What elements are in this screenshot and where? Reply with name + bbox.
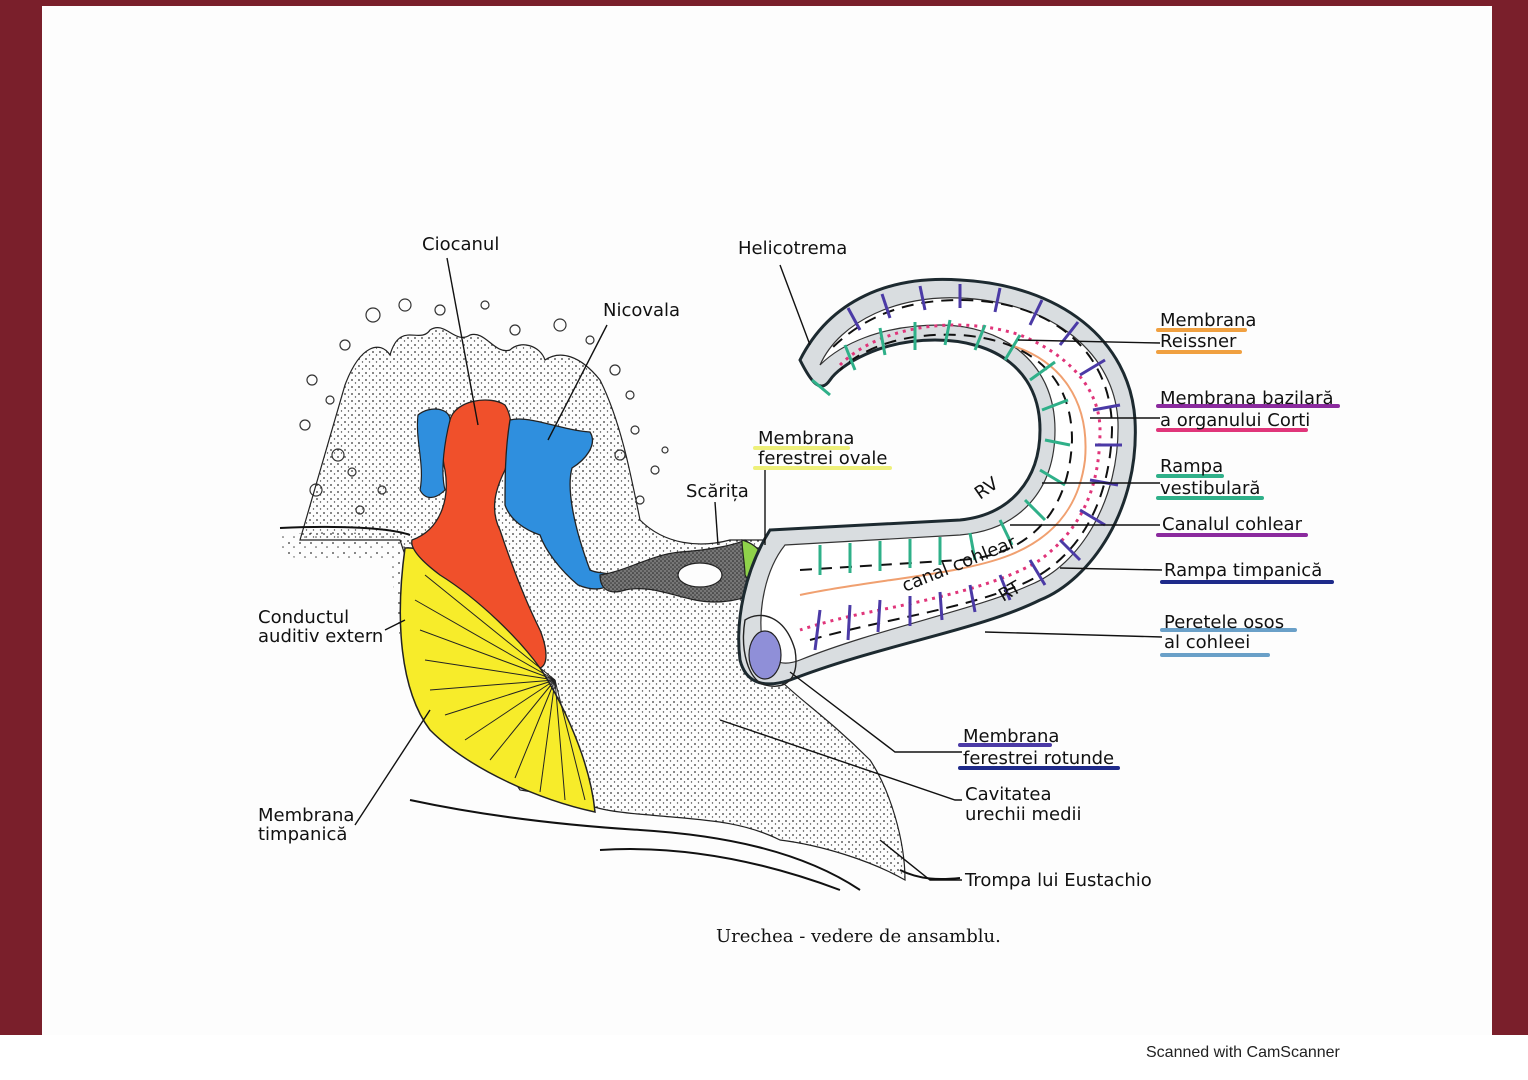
scan-background-right: [1492, 0, 1528, 1035]
scan-background-left: [0, 0, 42, 1035]
tympanic-rays: [414, 574, 586, 801]
label-external-canal-2: auditiv extern: [258, 626, 383, 647]
figure-caption: Urechea - vedere de ansamblu.: [716, 926, 1001, 947]
label-underlines: [753, 328, 1340, 770]
label-reissner-2: Reissner: [1160, 331, 1237, 352]
label-bone-wall-1: Peretele osos: [1164, 612, 1284, 633]
dashed-guide-1: [799, 333, 1074, 571]
label-vestibular-1: Rampa: [1160, 456, 1223, 477]
label-vestibular-2: vestibulară: [1160, 478, 1260, 499]
scan-background-top: [0, 0, 1528, 6]
label-oval-window-1: Membrana: [758, 428, 854, 449]
round-window-frame: [742, 614, 797, 687]
label-external-canal-1: Conductul: [258, 607, 349, 628]
label-cochlear-canal: Canalul cohlear: [1162, 514, 1303, 535]
eustachian-tube-outline: [279, 525, 961, 891]
tympanic-rungs: [813, 284, 1122, 651]
scanner-watermark: Scanned with CamScanner: [1146, 1044, 1341, 1061]
label-rv: RV: [971, 473, 1003, 504]
label-middle-ear-1: Cavitatea: [965, 784, 1052, 805]
bone-fragments: [299, 298, 669, 515]
label-middle-ear-2: urechii medii: [965, 804, 1082, 825]
label-scarita: Scărița: [686, 481, 749, 502]
stapes-opening: [677, 562, 723, 588]
label-round-window-2: ferestrei rotunde: [963, 748, 1114, 769]
label-ciocanul: Ciocanul: [422, 234, 499, 255]
paper-sheet: [42, 6, 1492, 1035]
label-reissner-1: Membrana: [1160, 310, 1256, 331]
label-tympanic-2: timpanică: [258, 824, 347, 845]
reissner-membrane-line: [799, 323, 1102, 632]
external-canal-region: [280, 532, 430, 700]
label-nicovala: Nicovala: [603, 300, 680, 321]
label-tympanic-1: Membrana: [258, 805, 354, 826]
label-bone-wall-2: al cohleei: [1164, 632, 1250, 653]
label-tympanic-scala: Rampa timpanică: [1164, 560, 1322, 581]
label-basilar-1: Membrana bazilară: [1160, 388, 1334, 409]
anvil-ossicle: [416, 408, 451, 499]
label-eustachian: Trompa lui Eustachio: [964, 870, 1152, 891]
round-window-membrane: [748, 630, 782, 680]
leader-lines: [354, 257, 1163, 881]
label-basilar-2: a organului Corti: [1160, 410, 1310, 431]
label-round-window-1: Membrana: [963, 726, 1059, 747]
cochlear-canal-line: [799, 344, 1087, 596]
label-oval-window-2: ferestrei ovale: [758, 448, 888, 469]
label-helicotrema: Helicotrema: [738, 238, 847, 259]
